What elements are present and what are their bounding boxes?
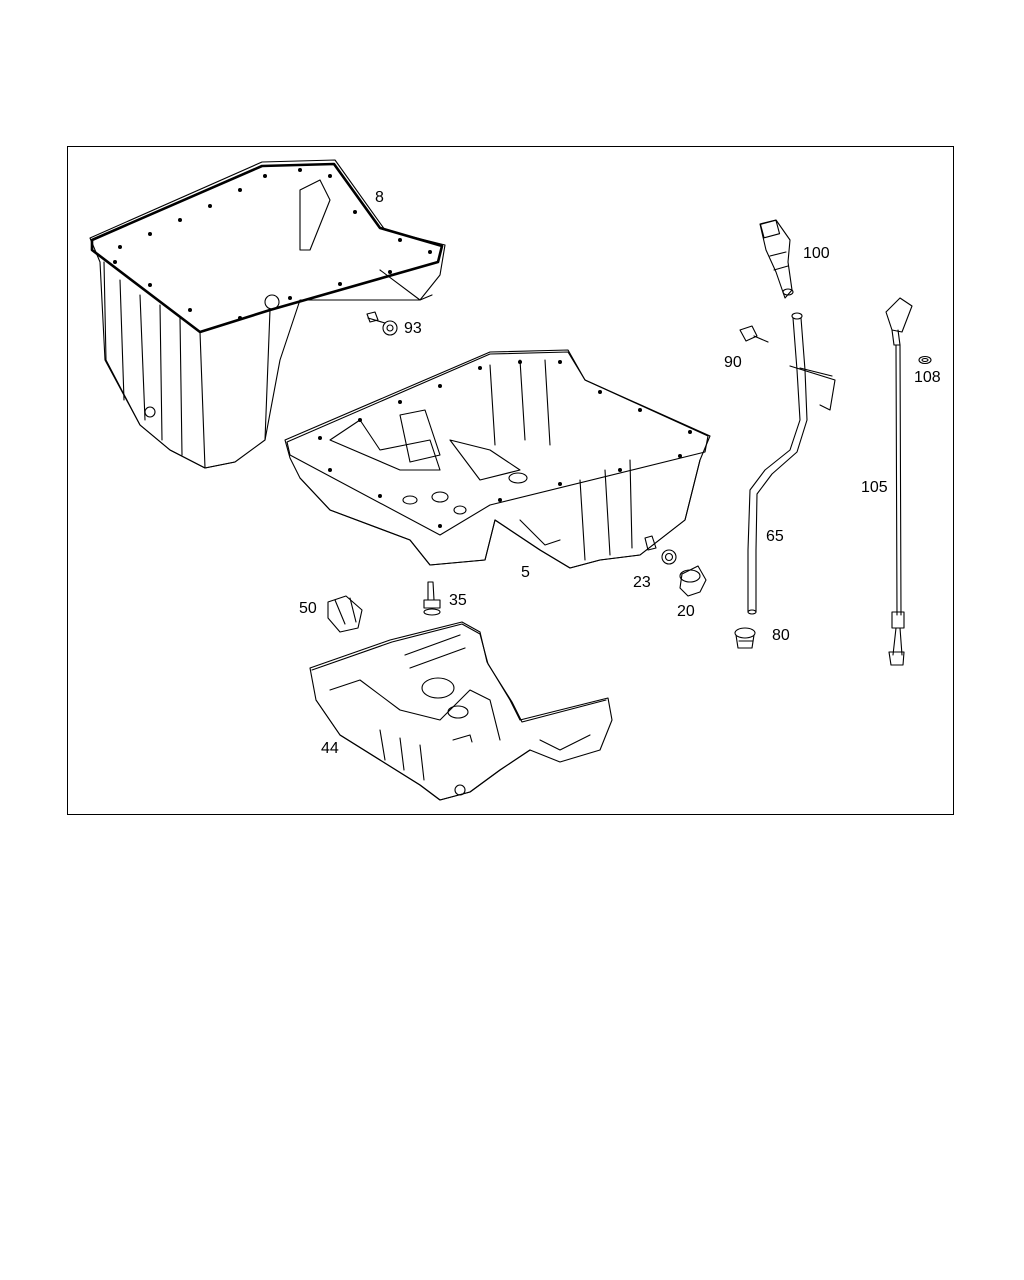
part-44-baffle-plate[interactable] (309, 621, 613, 801)
part-20-drain-plug[interactable] (679, 565, 707, 597)
part-80-plug[interactable] (734, 627, 756, 649)
callout-5: 5 (521, 564, 530, 581)
part-90-bolt[interactable] (739, 325, 769, 343)
callout-65: 65 (766, 528, 784, 545)
part-65-guide-tube[interactable] (747, 312, 836, 615)
callout-50: 50 (299, 600, 317, 617)
part-93-bolt[interactable] (366, 311, 398, 336)
callout-108: 108 (914, 369, 941, 386)
callout-20: 20 (677, 603, 695, 620)
callout-44: 44 (321, 740, 339, 757)
callout-100: 100 (803, 245, 830, 262)
callout-105: 105 (861, 479, 888, 496)
part-23-seal-ring[interactable] (644, 535, 677, 565)
part-8-upper-oil-pan[interactable] (89, 159, 446, 469)
callout-23: 23 (633, 574, 651, 591)
part-5-oil-pan[interactable] (284, 349, 711, 569)
callout-80: 80 (772, 627, 790, 644)
part-50-clip[interactable] (327, 595, 363, 633)
callout-93: 93 (404, 320, 422, 337)
part-105-dipstick[interactable] (885, 297, 913, 666)
diagram-frame (67, 146, 954, 815)
callout-8: 8 (375, 189, 384, 206)
part-108-o-ring[interactable] (918, 355, 932, 365)
callout-35: 35 (449, 592, 467, 609)
part-35-bolt[interactable] (423, 581, 441, 616)
part-100-sensor[interactable] (759, 219, 794, 299)
callout-90: 90 (724, 354, 742, 371)
